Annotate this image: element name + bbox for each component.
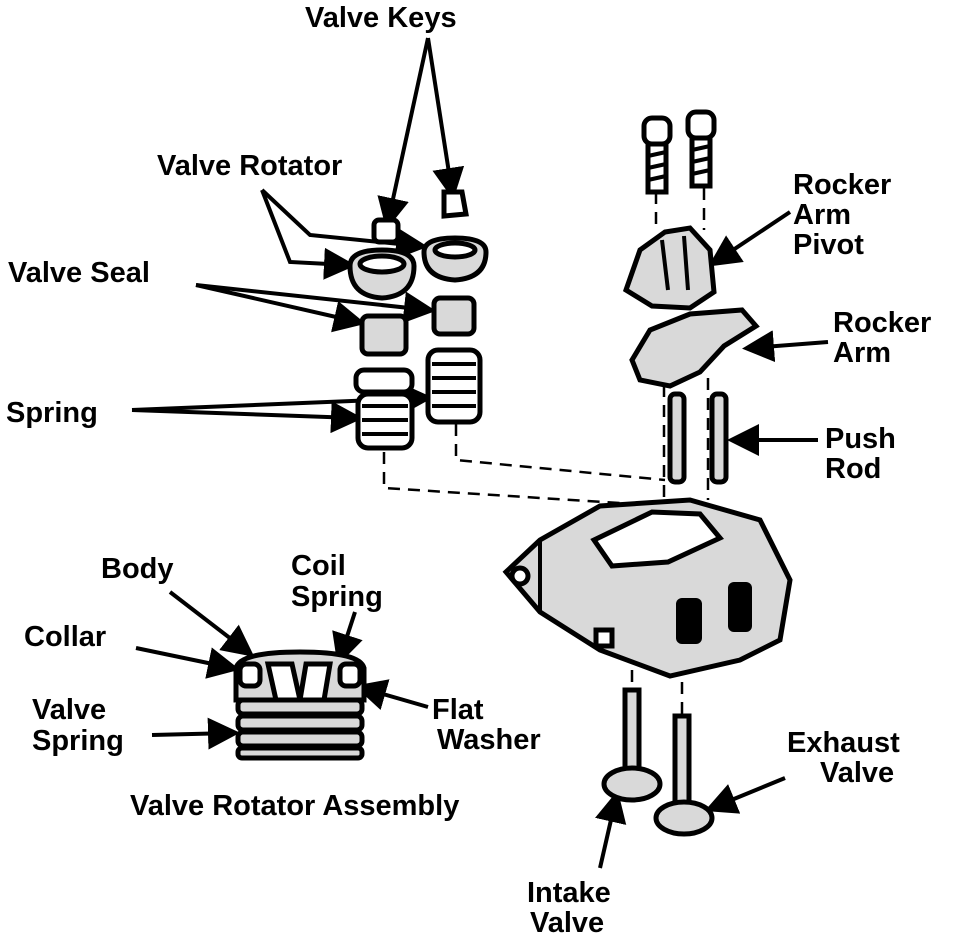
valve-key-right [441, 189, 469, 219]
leader-lines [131, 37, 829, 869]
bolt-right [685, 109, 717, 189]
valve-seal-right [431, 295, 477, 337]
label-intake-valve-line2: Valve [530, 907, 604, 936]
valve-key-left [371, 217, 401, 245]
label-flat-washer-line1: Flat [432, 694, 484, 726]
push-rod-left [667, 391, 687, 485]
label-rocker-arm-line2: Arm [833, 337, 891, 369]
rocker-arm [629, 307, 760, 389]
label-collar: Collar [24, 621, 106, 653]
cylinder-head [502, 497, 793, 679]
label-push-rod-line2: Rod [825, 453, 881, 485]
label-valve-spring-line2: Spring [32, 725, 124, 757]
valve-seal-left [359, 313, 409, 357]
label-exhaust-valve-line2: Valve [820, 757, 894, 789]
label-rocker-arm-pivot-line2: Arm [793, 199, 851, 231]
label-valve-spring-line1: Valve [32, 694, 106, 726]
label-body: Body [101, 553, 174, 585]
label-flat-washer-line2: Washer [437, 724, 541, 756]
exhaust-valve [653, 713, 715, 837]
intake-valve [601, 687, 663, 803]
label-spring: Spring [6, 397, 98, 429]
label-exhaust-valve-line1: Exhaust [787, 727, 900, 759]
label-coil-spring-line2: Spring [291, 581, 383, 613]
spring-left [353, 367, 415, 451]
label-rocker-arm-pivot-line3: Pivot [793, 229, 864, 261]
valve-rotator-right [421, 235, 489, 283]
label-coil-spring-line1: Coil [291, 550, 346, 582]
valve-rotator-assembly [233, 649, 367, 761]
label-intake-valve-line1: Intake [527, 877, 611, 909]
label-rocker-arm-line1: Rocker [833, 307, 931, 339]
label-valve-seal: Valve Seal [8, 257, 150, 289]
rocker-arm-pivot [622, 225, 717, 311]
label-rocker-arm-pivot-line1: Rocker [793, 169, 891, 201]
push-rod-right [709, 391, 729, 485]
label-push-rod-line1: Push [825, 423, 896, 455]
bolt-left [641, 115, 673, 195]
label-valve-rotator-assembly: Valve Rotator Assembly [130, 790, 459, 822]
label-valve-keys: Valve Keys [305, 2, 457, 34]
spring-right [425, 347, 483, 425]
valve-rotator-left [347, 247, 417, 301]
label-valve-rotator: Valve Rotator [157, 150, 342, 182]
